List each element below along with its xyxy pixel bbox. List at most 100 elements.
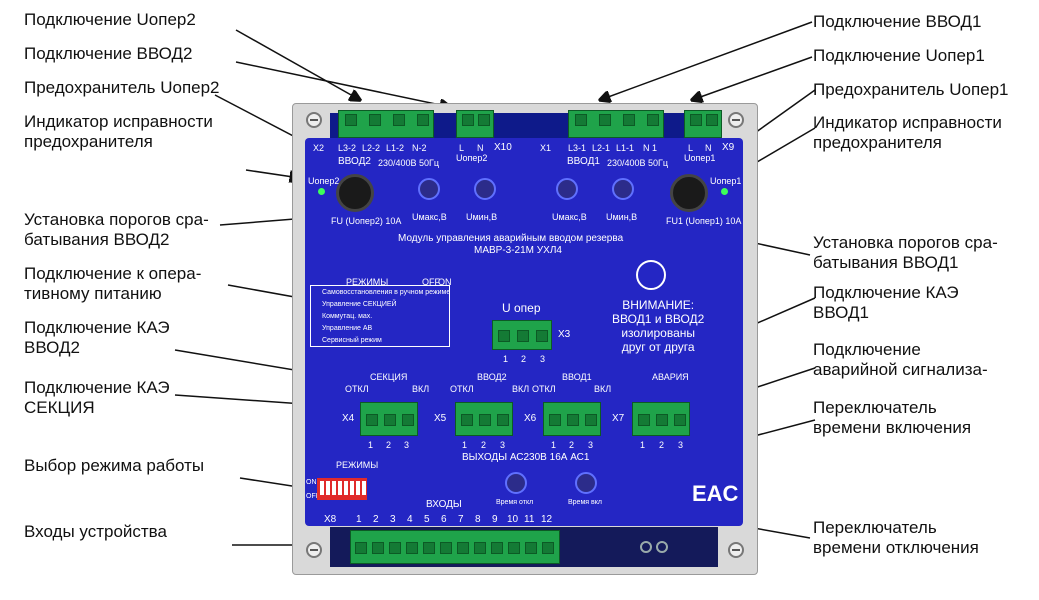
- label-otkl-x4: ОТКЛ: [345, 384, 369, 394]
- label-x8: X8: [324, 514, 337, 525]
- label-x7-pin2: 2: [659, 440, 665, 450]
- label-otkl-x6: ОТКЛ: [532, 384, 556, 394]
- label-vvod1-spec: 230/400В 50Гц: [607, 158, 669, 168]
- screw-bottom-right: [728, 542, 744, 558]
- on-time-switch[interactable]: [575, 472, 597, 494]
- connector-x9[interactable]: [684, 110, 722, 138]
- callout-uoper1-conn: Подключение Uопер1: [813, 46, 985, 65]
- label-umax-left: Uмакс,В: [412, 212, 447, 222]
- led-bottom-1: [640, 541, 652, 553]
- label-vvod2-small: ВВОД2: [477, 372, 507, 382]
- label-vhody: ВХОДЫ: [426, 499, 462, 510]
- label-sekciya: СЕКЦИЯ: [370, 372, 408, 382]
- callout-switch-on-time: Переключатель времени включения: [813, 398, 972, 437]
- callout-vvod1-conn: Подключение ВВОД1: [813, 12, 982, 31]
- callout-vvod2-conn: Подключение ВВОД2: [24, 44, 193, 63]
- callout-device-inputs: Входы устройства: [24, 522, 167, 541]
- label-led-right: Uопер1: [710, 176, 742, 186]
- modes-off: OFF: [422, 277, 440, 287]
- callout-fuse-indicator-right: Индикатор исправности предохранителя: [813, 113, 1002, 152]
- umax-dial-vvod1[interactable]: [556, 178, 578, 200]
- umin-dial-vvod2[interactable]: [474, 178, 496, 200]
- callout-switch-off-time: Переключатель времени отключения: [813, 518, 979, 557]
- label-x6: X6: [524, 413, 537, 424]
- label-x5: X5: [434, 413, 447, 424]
- mode-item-2: Управление СЕКЦИЕЙ: [322, 301, 397, 308]
- label-x3-pin2: 2: [521, 354, 527, 364]
- connector-x5[interactable]: [455, 402, 513, 436]
- label-umin-right: Uмин,В: [606, 212, 638, 222]
- modes-title: РЕЖИМЫ: [346, 277, 389, 287]
- callout-kae-vvod1: Подключение КАЭ ВВОД1: [813, 283, 959, 322]
- label-n-2: N-2: [412, 143, 427, 153]
- label-x3: X3: [558, 329, 571, 340]
- label-x10: X10: [494, 142, 512, 153]
- input-label-9: 9: [492, 514, 498, 525]
- connector-x8[interactable]: [350, 530, 560, 564]
- connector-x7[interactable]: [632, 402, 690, 436]
- fuse-holder-uoper1[interactable]: [670, 174, 708, 212]
- label-n-b: N: [705, 143, 712, 153]
- label-l2-1: L2-1: [592, 143, 611, 153]
- screw-top-right: [728, 112, 744, 128]
- callout-fuse-uoper1: Предохранитель Uопер1: [813, 80, 1009, 99]
- input-label-8: 8: [475, 514, 481, 525]
- connector-x6[interactable]: [543, 402, 601, 436]
- label-x4: X4: [342, 413, 355, 424]
- mode-dip-switch[interactable]: [317, 478, 367, 500]
- label-vkl-x5: ВКЛ: [512, 384, 530, 394]
- fuse-holder-uoper2[interactable]: [336, 174, 374, 212]
- label-vremya-otkl: Время откл: [496, 499, 534, 506]
- label-x4-pin2: 2: [386, 440, 392, 450]
- fuse-indicator-right-led: [721, 188, 728, 195]
- connector-x10[interactable]: [456, 110, 494, 138]
- label-umax-right: Uмакс,В: [552, 212, 587, 222]
- callout-oper-power: Подключение к опера- тивному питанию: [24, 264, 202, 303]
- label-rezhimy: РЕЖИМЫ: [336, 460, 379, 470]
- label-avariya: АВАРИЯ: [652, 372, 689, 382]
- screw-bottom-left: [306, 542, 322, 558]
- callout-fuse-uoper2: Предохранитель Uопер2: [24, 78, 220, 97]
- input-label-5: 5: [424, 514, 430, 525]
- callout-thresholds-vvod2: Установка порогов сра- батывания ВВОД2: [24, 210, 209, 249]
- umax-dial-vvod2[interactable]: [418, 178, 440, 200]
- input-label-11: 11: [524, 514, 535, 525]
- callout-fuse-indicator-left: Индикатор исправности предохранителя: [24, 112, 213, 151]
- label-x7-pin3: 3: [678, 440, 684, 450]
- label-x5-pin1: 1: [462, 440, 468, 450]
- label-x6-pin1: 1: [551, 440, 557, 450]
- label-x3-pin3: 3: [540, 354, 546, 364]
- label-x9: X9: [722, 142, 735, 153]
- input-label-10: 10: [507, 514, 519, 525]
- label-n-1: N 1: [643, 143, 658, 153]
- off-time-switch[interactable]: [505, 472, 527, 494]
- label-otkl-x5: ОТКЛ: [450, 384, 474, 394]
- module-model: МАВР-3-21М УХЛ4: [474, 245, 562, 256]
- mascot-icon: [636, 260, 666, 290]
- connector-x1[interactable]: [568, 110, 664, 138]
- screw-top-left: [306, 112, 322, 128]
- umin-dial-vvod1[interactable]: [612, 178, 634, 200]
- label-l-a: L: [459, 143, 465, 153]
- label-l2-2: L2-2: [362, 143, 381, 153]
- input-label-6: 6: [441, 514, 447, 525]
- connector-x2[interactable]: [338, 110, 434, 138]
- label-n-a: N: [477, 143, 484, 153]
- label-vvod2: ВВОД2: [338, 156, 371, 167]
- label-l1-2: L1-2: [386, 143, 405, 153]
- label-dip-on: ON: [306, 479, 317, 486]
- label-l3-2: L3-2: [338, 143, 357, 153]
- connector-x3[interactable]: [492, 320, 552, 350]
- label-x6-pin3: 3: [588, 440, 594, 450]
- mode-item-3: Коммутац. мах.: [322, 313, 373, 320]
- callout-kae-section: Подключение КАЭ СЕКЦИЯ: [24, 378, 170, 417]
- led-bottom-2: [656, 541, 668, 553]
- label-x7: X7: [612, 413, 625, 424]
- connector-x4[interactable]: [360, 402, 418, 436]
- label-l-b: L: [688, 143, 694, 153]
- fuse-indicator-left-led: [318, 188, 325, 195]
- leader-indicator-left: [245, 169, 300, 178]
- label-x7-pin1: 1: [640, 440, 646, 450]
- label-x6-pin2: 2: [569, 440, 575, 450]
- module-title: Модуль управления аварийным вводом резер…: [398, 233, 624, 244]
